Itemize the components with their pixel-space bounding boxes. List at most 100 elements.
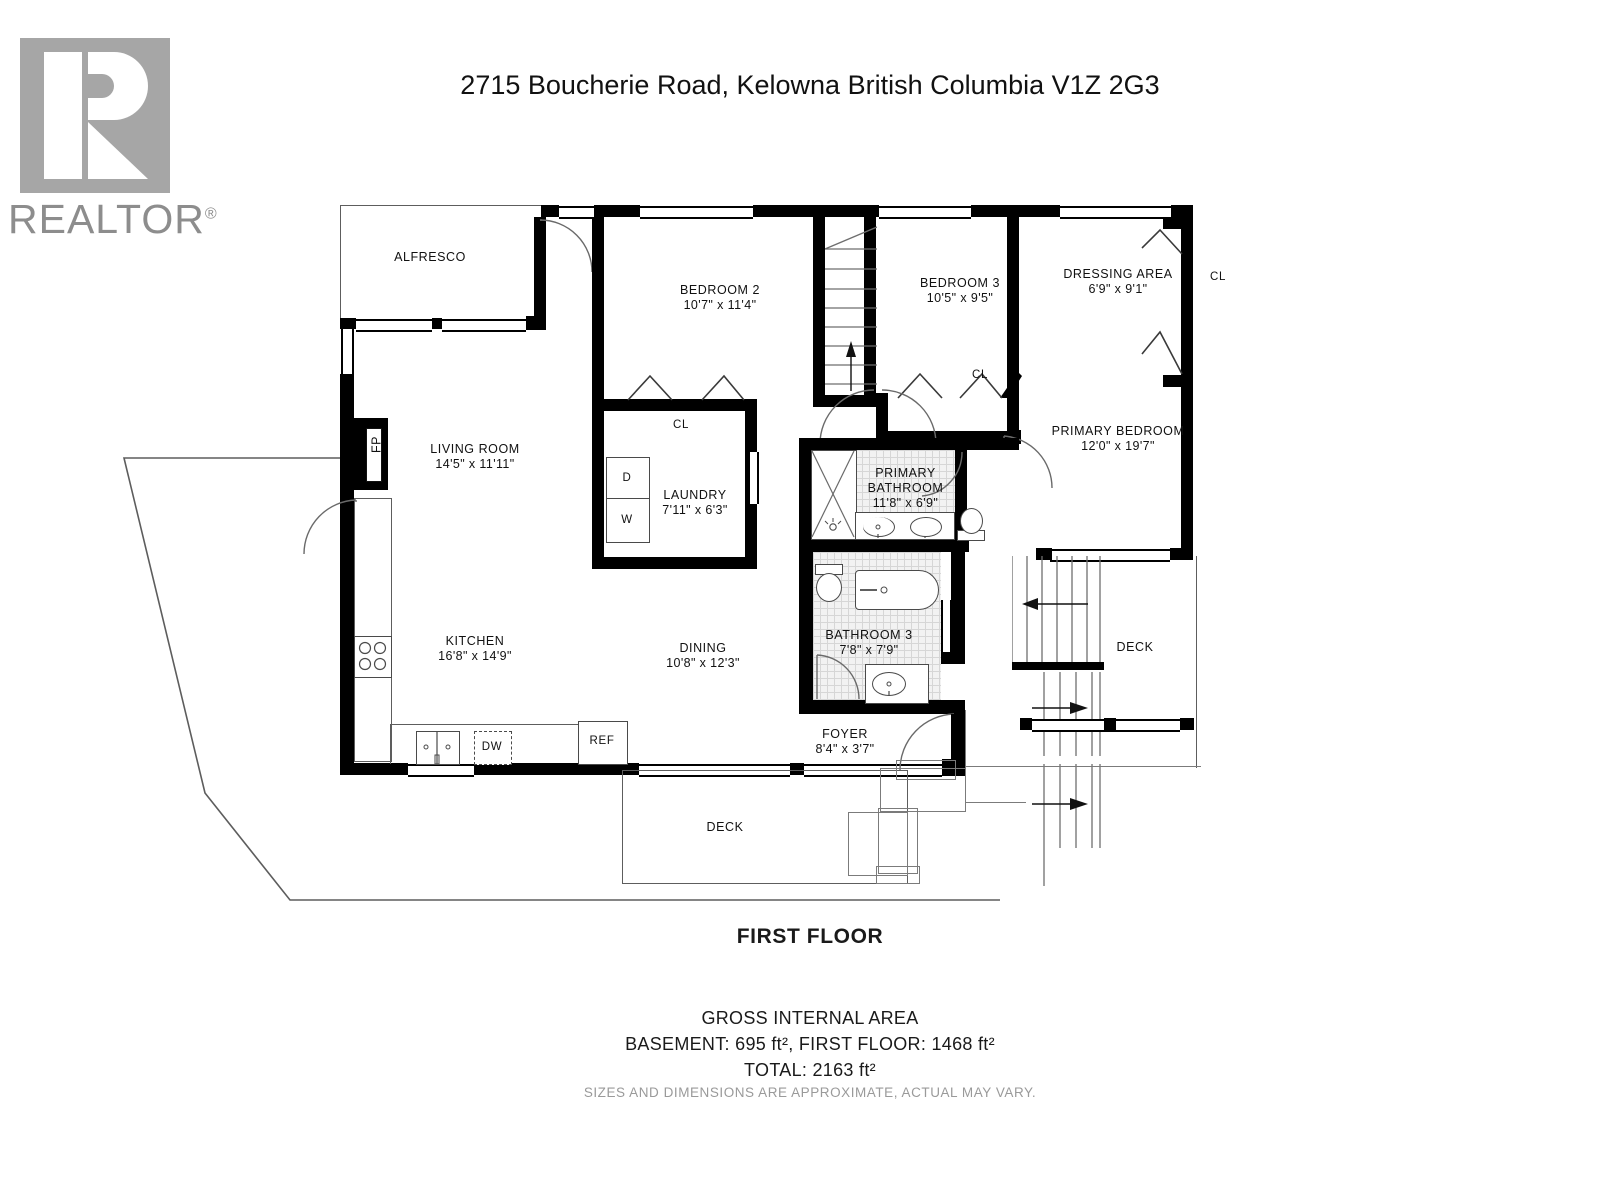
stove-burners-icon <box>358 641 387 671</box>
room-label-dining: DINING 10'8" x 12'3" <box>666 641 740 670</box>
room-label-alfresco: ALFRESCO <box>394 250 466 264</box>
hall-door-swing[interactable] <box>878 388 940 446</box>
closet-label-dressing: CL <box>1209 271 1227 283</box>
room-label-primary-bedroom: PRIMARY BEDROOM 12'0" x 19'7" <box>1051 424 1185 453</box>
wall-segment <box>1163 375 1182 387</box>
wall-exterior-right <box>1181 205 1193 555</box>
sink-inner <box>863 517 893 535</box>
window <box>640 206 753 219</box>
closet-bifold-doors-bedroom2[interactable] <box>610 372 770 406</box>
closet-label-bedroom3: CL <box>971 369 989 381</box>
wall-interior <box>592 557 757 569</box>
dryer <box>606 457 650 500</box>
room-label-deck-bottom: DECK <box>706 820 744 834</box>
sink-faucet <box>886 681 892 696</box>
room-label-living-room: LIVING ROOM 14'5" x 11'11" <box>430 442 520 471</box>
room-label-deck-right: DECK <box>1116 640 1154 654</box>
wall-segment <box>1036 548 1052 560</box>
logo-r-stem <box>44 52 82 179</box>
toilet-bowl <box>960 508 983 534</box>
shower-x-marking <box>811 450 855 538</box>
rail-post <box>1020 718 1032 730</box>
wall-segment <box>941 700 965 714</box>
realtor-logo: REALTOR® <box>8 38 217 253</box>
washer-label: W <box>621 514 633 526</box>
wall-corner <box>1170 548 1193 560</box>
wall-interior <box>592 399 748 411</box>
wall-segment <box>819 205 879 217</box>
refrigerator <box>578 721 628 765</box>
room-label-kitchen: KITCHEN 16'8" x 14'9" <box>438 634 512 663</box>
deck-rail-line <box>965 710 1026 803</box>
sink-basin <box>910 517 942 537</box>
alfresco-left-edge <box>340 205 342 323</box>
closet-bifold-doors-right[interactable] <box>1140 222 1200 402</box>
wall-interior <box>1007 217 1019 377</box>
alfresco-door-swing[interactable] <box>534 214 596 306</box>
deck-step <box>878 808 918 874</box>
wall-bath3-left <box>799 552 813 712</box>
bath3-door-swing[interactable] <box>815 653 861 703</box>
toilet-bowl <box>816 573 842 602</box>
closet-bifold-doors-bedroom3[interactable] <box>890 370 1040 404</box>
refrigerator-label: REF <box>589 735 615 747</box>
wall-segment <box>1163 217 1182 229</box>
page-title: 2715 Boucherie Road, Kelowna British Col… <box>460 70 1160 100</box>
entry-door-swing[interactable] <box>300 498 360 560</box>
wall-angled-corner <box>1000 372 1022 398</box>
wall-primary-bath-top <box>799 438 1019 450</box>
wall-stairwell-left <box>813 217 825 395</box>
registered-trademark-icon: ® <box>204 205 218 223</box>
wall-segment <box>790 763 804 775</box>
window <box>356 319 432 332</box>
exterior-staircase <box>1012 556 1104 886</box>
bedroom3-door-swing[interactable] <box>818 388 878 446</box>
room-label-laundry: LAUNDRY 7'11" x 6'3" <box>662 488 728 517</box>
closet-label-bedroom2: CL <box>672 419 690 431</box>
room-label-foyer: FOYER 8'4" x 3'7" <box>815 727 875 756</box>
window <box>341 329 354 374</box>
wall-exterior-bottom <box>474 763 639 775</box>
window <box>1060 206 1171 219</box>
realtor-wordmark: REALTOR® <box>8 196 217 243</box>
realtor-wordmark-text: REALTOR <box>8 196 205 242</box>
wall-stairwell-right <box>864 217 876 395</box>
room-label-bedroom3: BEDROOM 3 10'5" x 9'5" <box>920 276 1000 305</box>
window <box>1118 549 1170 562</box>
floor-name: FIRST FLOOR <box>736 925 884 948</box>
kitchen-counter-bottom <box>390 724 583 764</box>
wall-bath3-right-upper <box>951 552 965 652</box>
dishwasher-label: DW <box>481 741 503 753</box>
room-label-primary-bathroom: PRIMARY BATHROOM 11'8" x 6'9" <box>867 466 944 510</box>
stove-cooktop <box>354 636 392 678</box>
rail-post <box>1104 718 1116 730</box>
fireplace-label: FP <box>369 435 384 454</box>
kitchen-sink <box>416 731 460 765</box>
wall-interior <box>813 395 876 407</box>
area-total: TOTAL: 2163 ft² <box>744 1060 876 1080</box>
bathtub-faucet <box>860 586 888 594</box>
wall-exterior-left <box>340 558 354 770</box>
laundry-door-opening <box>748 452 759 504</box>
wall-primary-bath-left <box>799 438 811 550</box>
wall-exterior-left <box>340 374 354 496</box>
primary-bath-door-swing[interactable] <box>920 450 968 506</box>
area-heading: GROSS INTERNAL AREA <box>701 1008 919 1028</box>
wall-segment <box>432 318 442 329</box>
wall-segment <box>340 318 356 329</box>
wall-segment <box>526 316 546 330</box>
deck-landing-edge <box>896 760 956 780</box>
dryer-label: D <box>622 472 632 484</box>
room-label-bathroom3: BATHROOM 3 7'8" x 7'9" <box>825 628 913 657</box>
dishwasher <box>474 731 512 765</box>
room-label-bedroom2: BEDROOM 2 10'7" x 11'4" <box>680 283 760 312</box>
alfresco-top-edge <box>340 205 545 207</box>
wall-interior <box>592 399 604 569</box>
wall-segment <box>753 205 801 217</box>
primary-bedroom-door-swing[interactable] <box>1000 434 1060 492</box>
staircase-up <box>825 226 877 391</box>
window <box>442 319 526 332</box>
rail-post <box>1180 718 1194 730</box>
realtor-logo-mark <box>20 38 170 193</box>
